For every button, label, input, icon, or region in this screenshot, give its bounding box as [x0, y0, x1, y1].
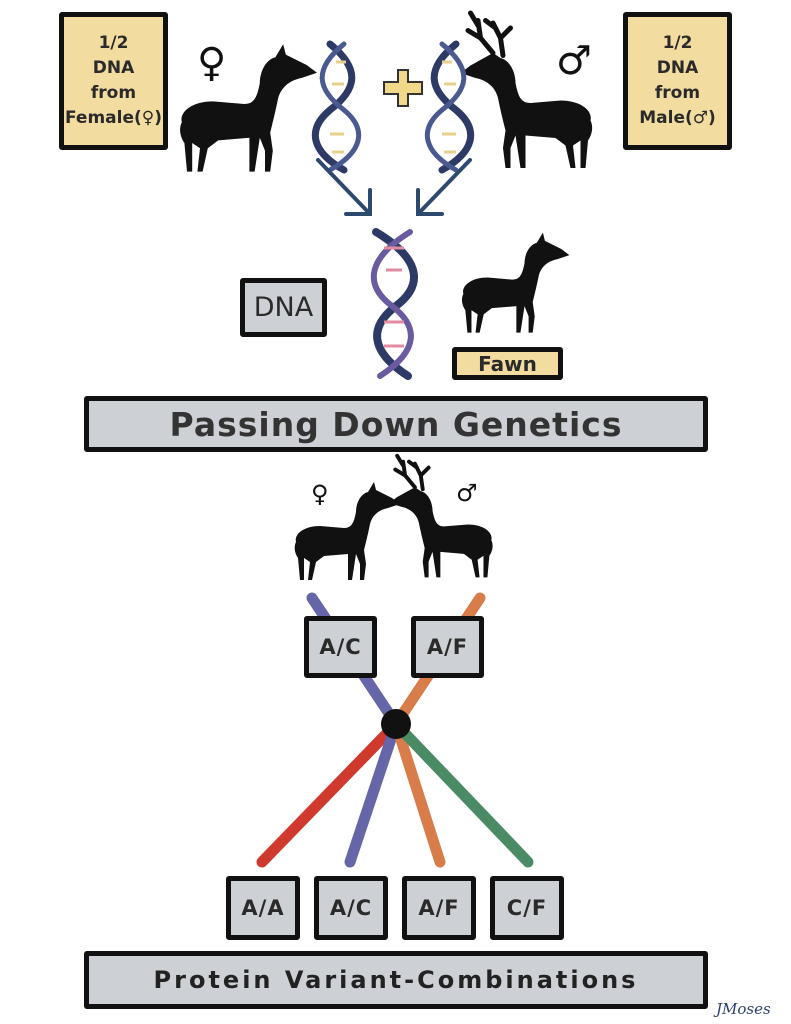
plus-icon [383, 69, 423, 107]
fawn-label: Fawn [452, 347, 563, 380]
fawn [461, 232, 570, 333]
male-genotype: A/F [411, 616, 484, 678]
male-symbol: ♂ [556, 38, 592, 84]
dna-strand-right-icon [424, 40, 475, 174]
artist-signature: JMoses [716, 1000, 771, 1018]
allele-line-orange [390, 718, 446, 868]
combination-ac: A/C [314, 876, 388, 940]
female-dna-note: 1/2 DNA from Female(♀) [59, 12, 168, 150]
arrow-left-icon [316, 158, 372, 216]
dna-strand-left-icon [311, 40, 362, 174]
male-dna-note: 1/2 DNA from Male(♂) [623, 12, 732, 150]
allele-line-red [256, 718, 402, 868]
male-deer-small [387, 453, 495, 580]
arrow-right-icon [416, 158, 472, 216]
dna-label: DNA [240, 278, 327, 337]
male-deer [461, 13, 593, 168]
female-genotype: A/C [304, 616, 377, 678]
dna-helix-icon [370, 228, 418, 380]
passing-down-genetics-title: Passing Down Genetics [84, 396, 708, 452]
female-symbol: ♀ [197, 40, 227, 86]
allele-line-green [390, 718, 534, 868]
male-symbol-small: ♂ [456, 479, 478, 507]
combination-aa: A/A [226, 876, 300, 940]
allele-line-blue [344, 718, 402, 868]
female-symbol-small: ♀ [311, 480, 329, 508]
combination-af: A/F [402, 876, 476, 940]
protein-variant-combinations-title: Protein Variant-Combinations [84, 951, 708, 1009]
crossing-point [381, 709, 411, 739]
combination-cf: C/F [490, 876, 564, 940]
